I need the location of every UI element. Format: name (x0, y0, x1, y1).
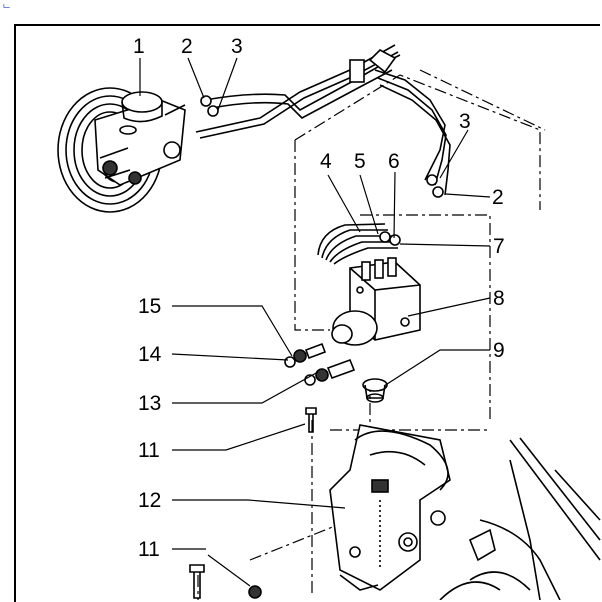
corner-mark: ᄂ (2, 4, 12, 15)
callout-15: 15 (138, 295, 161, 318)
callout-1: 1 (133, 35, 145, 58)
leader-lines (139, 57, 491, 587)
callout-12: 12 (138, 489, 161, 512)
callout-11-lower: 11 (138, 538, 160, 561)
callout-11-upper: 11 (138, 439, 160, 462)
callout-4: 4 (320, 150, 332, 173)
callout-2-right: 2 (492, 186, 504, 209)
bolt-upper (305, 407, 317, 433)
brake-booster (57, 87, 186, 213)
mounting-bracket (329, 424, 451, 591)
callout-3-right: 3 (459, 110, 471, 133)
callout-5: 5 (354, 150, 366, 173)
hydraulic-unit (331, 257, 421, 346)
callout-14: 14 (138, 343, 162, 366)
callout-labels: 1 2 3 3 2 4 5 6 7 8 9 15 14 13 11 12 11 (133, 35, 505, 561)
callout-7: 7 (493, 235, 505, 258)
callout-6: 6 (388, 150, 400, 173)
bolt-lower (189, 564, 262, 599)
callout-8: 8 (493, 287, 505, 310)
callout-13: 13 (138, 392, 161, 415)
brake-lines (195, 44, 451, 198)
vehicle-body (439, 437, 601, 600)
grommet (362, 378, 388, 403)
callout-3-top: 3 (231, 35, 243, 58)
small-parts (284, 342, 356, 386)
callout-2-top: 2 (181, 35, 193, 58)
diagram-frame (14, 24, 600, 602)
wiring-harness (317, 223, 401, 265)
callout-9: 9 (493, 339, 505, 362)
